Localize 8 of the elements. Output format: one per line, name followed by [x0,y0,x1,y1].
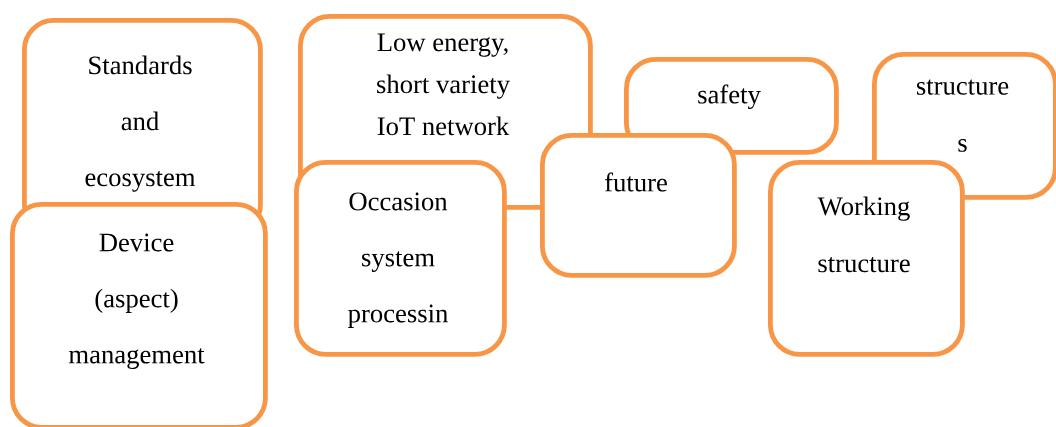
box-text: safety [698,84,761,110]
box-text: future [605,172,667,192]
box-text: Standards and ecosystem [85,55,196,192]
box-text: Working structure [817,196,910,273]
box-text: structure s [916,79,1009,152]
box-text: Low energy, short variety IoT network [377,33,510,136]
box-text: Device (aspect) management [68,233,205,369]
box-text: Occasion system processin [348,192,448,328]
